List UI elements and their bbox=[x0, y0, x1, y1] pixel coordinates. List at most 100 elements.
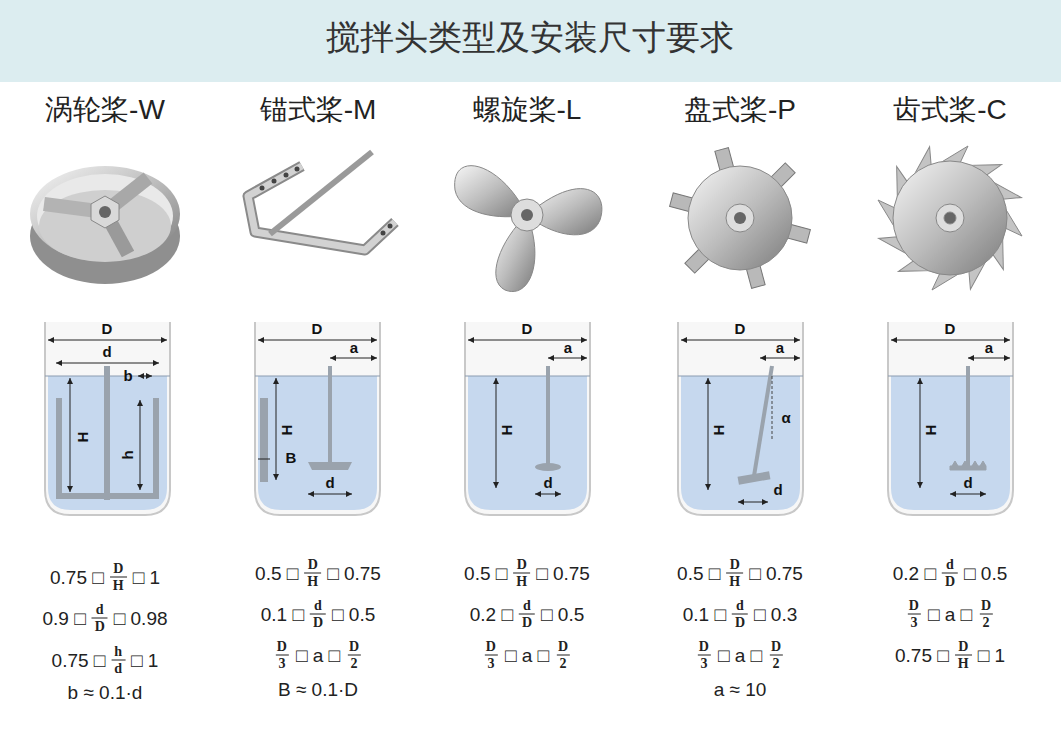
formula-row: D3□ a □D2 bbox=[483, 639, 571, 672]
paddle-name: 盘式桨-P bbox=[684, 91, 796, 129]
turbine-tank-part bbox=[56, 398, 62, 499]
fraction-denominator: H bbox=[955, 655, 972, 672]
formula-row: a ≈ 10 bbox=[714, 679, 767, 701]
fraction-numerator: D bbox=[110, 561, 126, 577]
formula-text: □ 0.98 bbox=[114, 607, 168, 629]
formula-row: D3□ a □D2 bbox=[696, 639, 784, 672]
formula-row: 0.9 □dD□ 0.98 bbox=[42, 602, 167, 635]
propeller-tank-part bbox=[465, 322, 590, 515]
fraction: D2 bbox=[768, 639, 784, 672]
formula-row: 0.1 □dD□ 0.5 bbox=[261, 598, 375, 631]
toothed-tank-part bbox=[920, 378, 921, 488]
anchor-tank-part bbox=[330, 358, 377, 359]
turbine-tank-part bbox=[48, 340, 167, 341]
propeller-tank-part bbox=[548, 358, 587, 359]
dimension-label: α bbox=[781, 410, 790, 426]
formula-text: 0.75 □ bbox=[52, 649, 106, 671]
fraction-numerator: D bbox=[346, 639, 362, 655]
fraction-denominator: H bbox=[726, 573, 743, 590]
fraction-numerator: d bbox=[520, 598, 534, 614]
turbine-tank-part bbox=[45, 322, 170, 515]
formula-text: □ 0.5 bbox=[332, 603, 375, 625]
fraction-denominator: 3 bbox=[275, 655, 288, 672]
disc-tank-part bbox=[772, 376, 773, 440]
fraction: dD bbox=[942, 557, 958, 590]
fraction-denominator: H bbox=[304, 573, 321, 590]
formula-text: 0.5 □ bbox=[255, 562, 298, 584]
formula-row: 0.5 □DH□ 0.75 bbox=[677, 557, 803, 590]
fraction: D3 bbox=[696, 639, 712, 672]
formula-row: 0.2 □dD□ 0.5 bbox=[470, 598, 584, 631]
fraction-numerator: D bbox=[727, 557, 743, 573]
fraction: dD bbox=[519, 598, 535, 631]
formula-row: 0.1 □dD□ 0.3 bbox=[683, 598, 797, 631]
fraction-denominator: D bbox=[92, 618, 108, 635]
fraction: DH bbox=[726, 557, 743, 590]
fraction-numerator: D bbox=[305, 557, 321, 573]
anchor-photo-part bbox=[248, 166, 395, 250]
propeller-tank-part bbox=[546, 366, 550, 466]
formula-text: □ 1 bbox=[133, 566, 160, 588]
fraction-denominator: 3 bbox=[697, 655, 710, 672]
formula-row: B ≈ 0.1·D bbox=[278, 679, 358, 701]
dimension-label: a bbox=[564, 340, 572, 356]
fraction: dD bbox=[310, 598, 326, 631]
fraction: D2 bbox=[346, 639, 362, 672]
dimension-label: a bbox=[350, 340, 358, 356]
dimension-label: d bbox=[325, 475, 334, 491]
formula-text: □ a □ bbox=[296, 644, 340, 666]
formula-text: □ 0.5 bbox=[964, 562, 1007, 584]
turbine-tank-part bbox=[104, 366, 110, 500]
paddle-name: 涡轮桨-W bbox=[45, 91, 165, 129]
toothed-photo-part bbox=[893, 161, 1007, 275]
fraction-numerator: D bbox=[483, 639, 499, 655]
formula-row: D 3 □ a □ D2 bbox=[274, 639, 362, 672]
anchor-tank-part bbox=[258, 340, 377, 341]
fraction-denominator: 2 bbox=[770, 655, 783, 672]
fraction-numerator: D bbox=[514, 557, 530, 573]
formula-row: 0.2 □dD□ 0.5 bbox=[893, 557, 1007, 590]
disc-tank-part bbox=[760, 358, 800, 359]
disc-photo-part bbox=[688, 166, 792, 270]
toothed-tank-part bbox=[968, 358, 1010, 359]
dimension-label: a bbox=[985, 340, 993, 356]
toothed-photo-part bbox=[878, 200, 895, 228]
turbine-photo bbox=[30, 166, 180, 284]
dimension-label: D bbox=[945, 321, 956, 337]
toothed-photo-part bbox=[1005, 208, 1022, 236]
anchor-tank-part bbox=[260, 398, 268, 482]
paddle-name: 齿式桨-C bbox=[893, 91, 1007, 129]
toothed-photo-part bbox=[932, 273, 960, 290]
fraction: dD bbox=[92, 602, 108, 635]
formula-row: b ≈ 0.1·d bbox=[68, 682, 143, 704]
turbine-photo-part bbox=[30, 166, 180, 262]
fraction-numerator: D bbox=[555, 639, 571, 655]
formula-text: □ 0.3 bbox=[754, 603, 797, 625]
dimension-label: a bbox=[776, 340, 784, 356]
anchor-tank-part bbox=[328, 366, 332, 466]
turbine-tank bbox=[45, 322, 170, 515]
fraction-denominator: 2 bbox=[348, 655, 361, 672]
anchor-tank-part bbox=[255, 322, 380, 515]
toothed-tank-part bbox=[950, 494, 986, 495]
dimension-label: H bbox=[279, 425, 295, 436]
anchor-tank-part bbox=[308, 462, 352, 470]
dimension-label: D bbox=[102, 321, 113, 337]
anchor-photo bbox=[248, 152, 395, 250]
disc-tank-part bbox=[678, 322, 803, 515]
fraction-numerator: D bbox=[955, 639, 971, 655]
fraction: D3 bbox=[483, 639, 499, 672]
dimension-label: B bbox=[286, 450, 297, 466]
turbine-photo-part bbox=[99, 206, 111, 218]
dimension-label: D bbox=[522, 321, 533, 337]
fraction-denominator: H bbox=[110, 577, 127, 594]
fraction-denominator: D bbox=[519, 614, 535, 631]
formula-row: D3□ a □D2 bbox=[906, 598, 994, 631]
fraction: dD bbox=[732, 598, 748, 631]
anchor-photo-part bbox=[295, 167, 300, 172]
formula-text: a ≈ 10 bbox=[714, 679, 767, 701]
formula-text: b ≈ 0.1·d bbox=[68, 682, 143, 704]
anchor-photo-part bbox=[388, 224, 393, 229]
dimension-label: d bbox=[773, 482, 782, 498]
fraction-numerator: d bbox=[733, 598, 747, 614]
